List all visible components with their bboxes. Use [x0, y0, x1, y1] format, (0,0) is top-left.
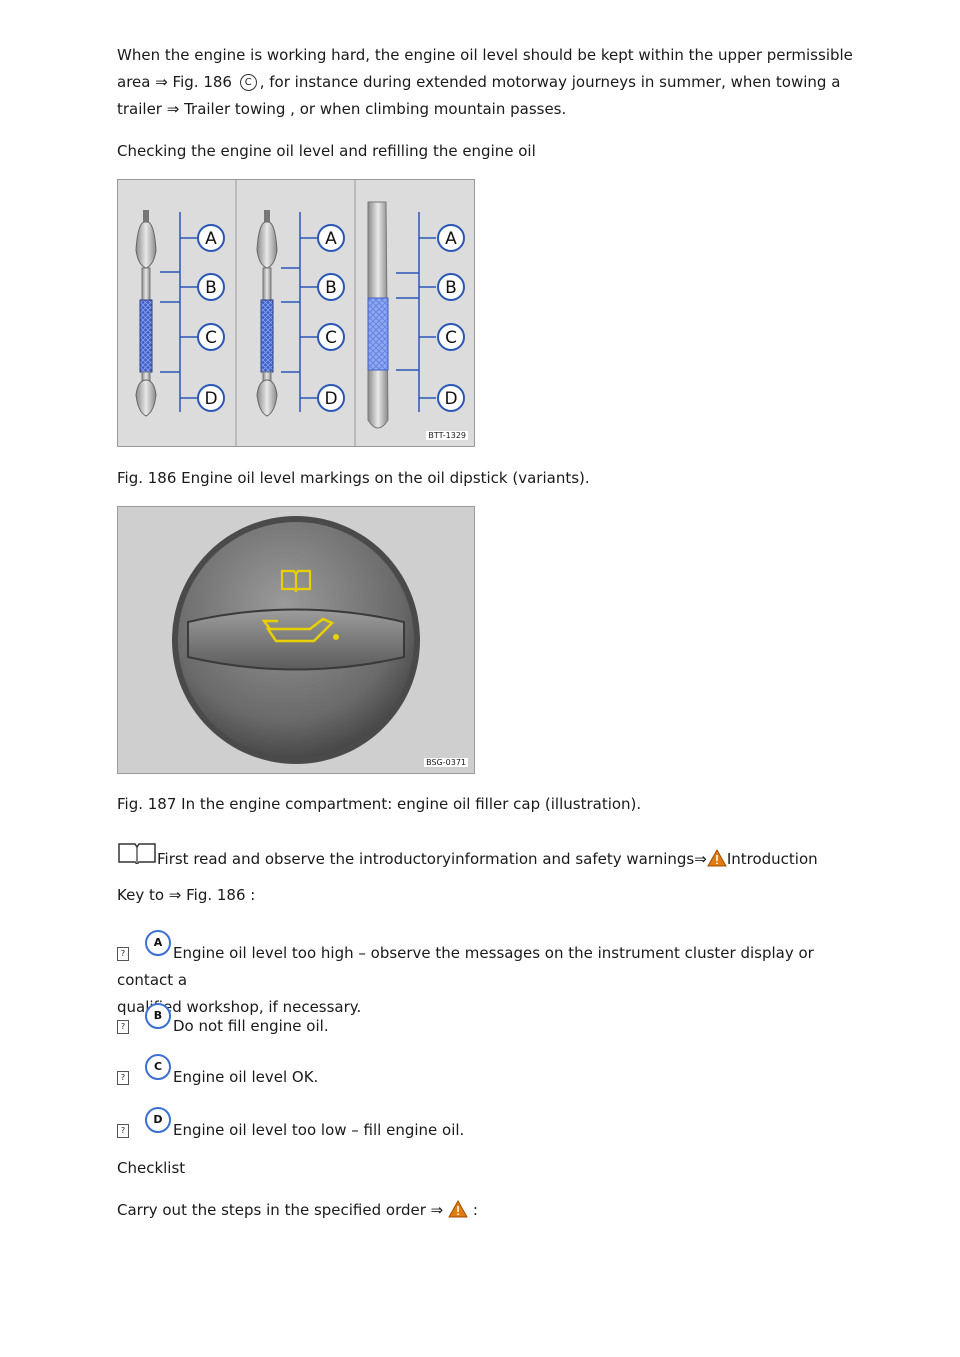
- label-letter: C: [205, 328, 217, 348]
- figure-code: BTT-1329: [426, 431, 468, 440]
- fig-ref-link[interactable]: area ⇒ Fig. 186: [117, 73, 232, 91]
- figure-186-caption: Fig. 186 Engine oil level markings on th…: [117, 469, 590, 487]
- dipstick-variant-3: [367, 201, 436, 429]
- label-letter: A: [205, 229, 217, 249]
- item-b-text: Do not fill engine oil.: [173, 1017, 329, 1035]
- dipstick-variant-1: [135, 210, 198, 417]
- list-item-b: ? BDo not fill engine oil.: [117, 1003, 857, 1040]
- item-d-text: Engine oil level too low – fill engine o…: [173, 1121, 465, 1139]
- label-circle: [197, 323, 225, 351]
- manual-book-icon: [280, 569, 312, 593]
- item-a-text: Engine oil level too high – observe the …: [117, 944, 814, 989]
- letter-badge-c: C: [145, 1054, 171, 1080]
- label-circle: [317, 273, 345, 301]
- key-to-line: Key to ⇒ Fig. 186 :: [117, 886, 256, 904]
- label-circle: [437, 273, 465, 301]
- figure-code: BSG-0371: [424, 758, 468, 767]
- bullet-glyph: ?: [117, 1019, 129, 1034]
- warning-icon: [706, 849, 727, 867]
- label-circle: [317, 384, 345, 412]
- para-line-2: , for instance during extended motorway …: [259, 73, 841, 91]
- label-letter: A: [445, 229, 457, 249]
- item-a-text-2: qualified workshop, if necessary.: [117, 998, 362, 1016]
- trailer-towing-link[interactable]: trailer ⇒ Trailer towing , or when climb…: [117, 100, 567, 118]
- label-circle: [437, 323, 465, 351]
- level-label-circles: A B C D A B C D A B C D: [197, 224, 465, 412]
- label-circle: [437, 224, 465, 252]
- checklist-heading: Checklist: [117, 1159, 186, 1177]
- label-circle: [317, 224, 345, 252]
- oil-can-icon: [261, 617, 340, 643]
- carry-out-colon: :: [472, 1201, 478, 1219]
- bullet-glyph: ?: [117, 1123, 129, 1138]
- bullet-glyph: ?: [117, 946, 129, 961]
- label-letter: D: [204, 389, 217, 409]
- label-letter: D: [324, 389, 337, 409]
- label-letter: A: [325, 229, 337, 249]
- dipstick-variant-2: [256, 210, 318, 417]
- label-letter: B: [205, 278, 217, 298]
- introduction-link[interactable]: Introduction: [726, 850, 818, 868]
- letter-badge-b: B: [145, 1003, 171, 1029]
- item-c-text: Engine oil level OK.: [173, 1068, 319, 1086]
- intro-warning-line: First read and observe the introductoryi…: [117, 838, 857, 873]
- bullet-glyph: ?: [117, 1070, 129, 1085]
- book-icon: [118, 843, 156, 864]
- label-letter: C: [325, 328, 337, 348]
- carry-out-text: Carry out the steps in the specified ord…: [117, 1201, 444, 1219]
- figure-187-caption: Fig. 187 In the engine compartment: engi…: [117, 795, 642, 813]
- label-letter: B: [445, 278, 457, 298]
- section-heading: Checking the engine oil level and refill…: [117, 142, 536, 160]
- dipstick-illustration: A B C D A B C D A B C D: [118, 180, 474, 446]
- label-circle: [197, 273, 225, 301]
- label-letter: C: [445, 328, 457, 348]
- label-letter: B: [325, 278, 337, 298]
- label-circle: [197, 384, 225, 412]
- figure-187-oil-cap: BSG-0371: [117, 506, 475, 774]
- carry-out-line: Carry out the steps in the specified ord…: [117, 1197, 857, 1224]
- intro-text: First read and observe the introductoryi…: [157, 850, 707, 868]
- label-circle: [197, 224, 225, 252]
- letter-badge-a: A: [145, 930, 171, 956]
- oil-cap-illustration: [118, 507, 474, 773]
- letter-badge-d: D: [145, 1107, 171, 1133]
- label-letter: D: [444, 389, 457, 409]
- copyright-c-icon: C: [239, 74, 257, 91]
- intro-paragraph: When the engine is working hard, the eng…: [117, 42, 857, 123]
- list-item-a: ? AEngine oil level too high – observe th…: [117, 930, 857, 1021]
- warning-icon: [448, 1200, 468, 1218]
- label-circle: [317, 323, 345, 351]
- figure-186-dipsticks: A B C D A B C D A B C D BTT-1329: [117, 179, 475, 447]
- label-circle: [437, 384, 465, 412]
- list-item-c: ? CEngine oil level OK.: [117, 1054, 857, 1091]
- para-line-1: When the engine is working hard, the eng…: [117, 46, 853, 64]
- list-item-d: ? DEngine oil level too low – fill engine…: [117, 1107, 857, 1144]
